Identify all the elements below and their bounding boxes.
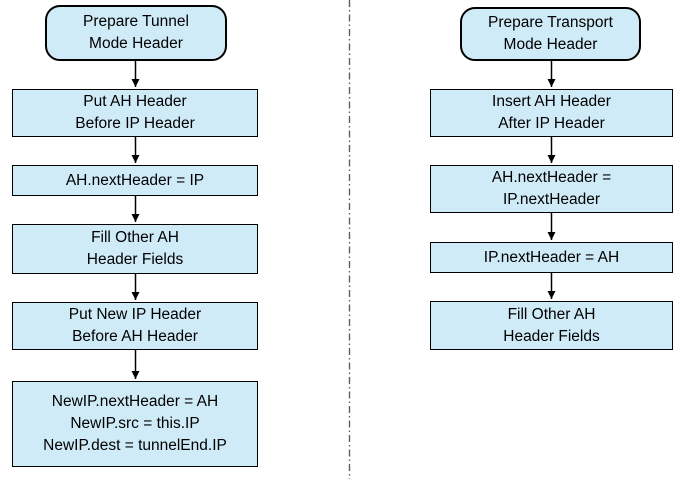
step-ah-nextheader-ip-nextheader: AH.nextHeader = IP.nextHeader [430,165,673,213]
step-newip-field-assignments: NewIP.nextHeader = AH NewIP.src = this.I… [12,381,258,467]
step-insert-ah-after-ip: Insert AH Header After IP Header [430,89,673,137]
step-prepare-tunnel-mode: Prepare Tunnel Mode Header [45,5,227,61]
step-ip-nextheader-ah: IP.nextHeader = AH [430,242,673,273]
step-fill-other-ah-tunnel: Fill Other AH Header Fields [12,224,258,274]
step-put-ah-before-ip: Put AH Header Before IP Header [12,89,258,137]
step-prepare-transport-mode: Prepare Transport Mode Header [460,7,641,61]
step-fill-other-ah-transport: Fill Other AH Header Fields [430,301,673,350]
step-ah-nextheader-ip: AH.nextHeader = IP [12,165,258,196]
step-put-new-ip-before-ah: Put New IP Header Before AH Header [12,302,258,350]
